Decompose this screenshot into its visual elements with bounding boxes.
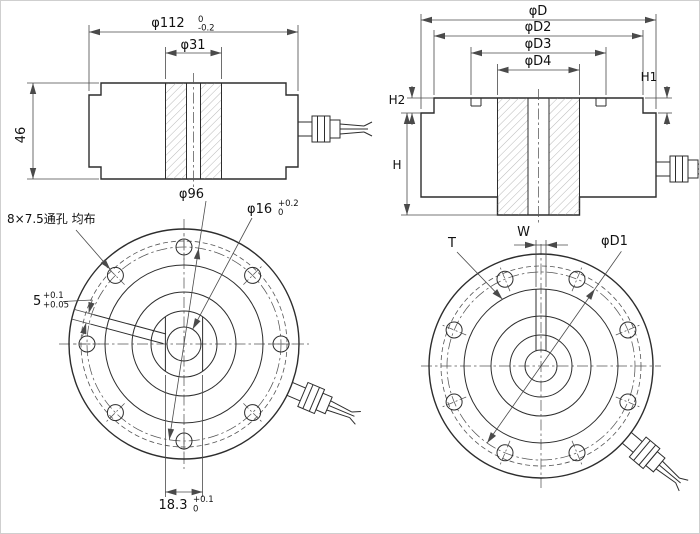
radial-slot	[90, 314, 167, 345]
hub-section	[497, 98, 580, 215]
dim-phiD2-label: φD2	[525, 20, 552, 35]
dimension-phiD1: φD1	[486, 234, 628, 444]
label-T: T	[447, 236, 503, 300]
cable-gland-side-right	[655, 155, 699, 183]
dim-phiD4-label: φD4	[525, 54, 552, 69]
dim-phiD1-label: φD1	[601, 234, 628, 249]
bolt-circle	[446, 271, 636, 461]
hub-section	[165, 83, 222, 179]
dimension-slot-5: 5 +0.1 +0.05	[33, 291, 95, 337]
dim-H-label: H	[392, 158, 401, 172]
dim-H2-label: H2	[389, 93, 406, 107]
dim-183-label: 18.3	[159, 498, 188, 513]
holes-note-label: 8×7.5通孔 均布	[7, 212, 96, 226]
side-view-left: φ112 0 -0.2 φ31 46	[14, 15, 373, 189]
dim-T-label: T	[447, 236, 456, 251]
dimension-46: 46	[14, 82, 99, 180]
dim-5-tol-upper: +0.1	[43, 291, 64, 301]
dim-phiD3-label: φD3	[525, 37, 552, 52]
cable-gland-front-right	[618, 427, 693, 497]
dimension-H1: H1	[641, 70, 672, 125]
hidden-circle	[440, 265, 642, 467]
dimension-phi31: φ31	[165, 38, 222, 79]
bolt-holes	[441, 266, 641, 466]
outer-circle	[428, 253, 654, 479]
top-grooves	[470, 98, 607, 107]
dimension-phi16: φ16 +0.2 0	[192, 199, 299, 330]
dimension-W: W	[514, 225, 568, 287]
dimension-H2: H2	[389, 86, 434, 125]
dim-W-label: W	[517, 225, 530, 240]
cable-gland-front-left	[284, 376, 364, 431]
dimension-phi96: φ96	[167, 187, 207, 440]
dim-phi112-tol-lower: -0.2	[198, 24, 215, 34]
bolt-circle	[86, 246, 282, 442]
dim-phi112-label: φ112	[151, 16, 184, 31]
dimension-H: H	[392, 113, 498, 216]
front-view-left: 5 +0.1 +0.05 8×7.5通孔 均布 φ96 φ16 +0.2 0	[7, 187, 364, 515]
dimension-phi112: φ112 0 -0.2	[88, 15, 299, 91]
dim-phi31-label: φ31	[180, 38, 205, 53]
dim-phi16-label: φ16	[247, 202, 272, 217]
outer-circle	[68, 228, 300, 460]
dimension-18-3: 18.3 +0.1 0	[159, 317, 214, 515]
dim-phi96-label: φ96	[179, 187, 204, 202]
dim-H1-label: H1	[641, 70, 658, 84]
dim-phiD-label: φD	[529, 4, 548, 19]
dimension-phiD3: φD3	[470, 37, 607, 95]
body-outline	[88, 82, 299, 180]
dim-phi16-tol-upper: +0.2	[278, 199, 299, 209]
dim-5-label: 5	[33, 294, 41, 309]
dimension-phiD2: φD2	[433, 20, 644, 95]
dimension-phiD: φD	[420, 4, 657, 109]
side-view-right: φD φD2 φD3 φD4 H1	[389, 4, 699, 225]
dim-183-tol-upper: +0.1	[193, 495, 214, 505]
dim-183-tol-lower: 0	[193, 505, 198, 515]
dimension-phiD4: φD4	[497, 54, 580, 95]
dim-phi16-tol-lower: 0	[278, 208, 283, 218]
dim-46-label: 46	[14, 127, 29, 144]
dim-phi112-tol-upper: 0	[198, 15, 203, 25]
holes-callout: 8×7.5通孔 均布	[7, 212, 111, 270]
dim-5-tol-lower: +0.05	[43, 301, 69, 311]
front-view-right: W T φD1	[421, 225, 693, 497]
cable-gland-side-left	[297, 115, 373, 143]
